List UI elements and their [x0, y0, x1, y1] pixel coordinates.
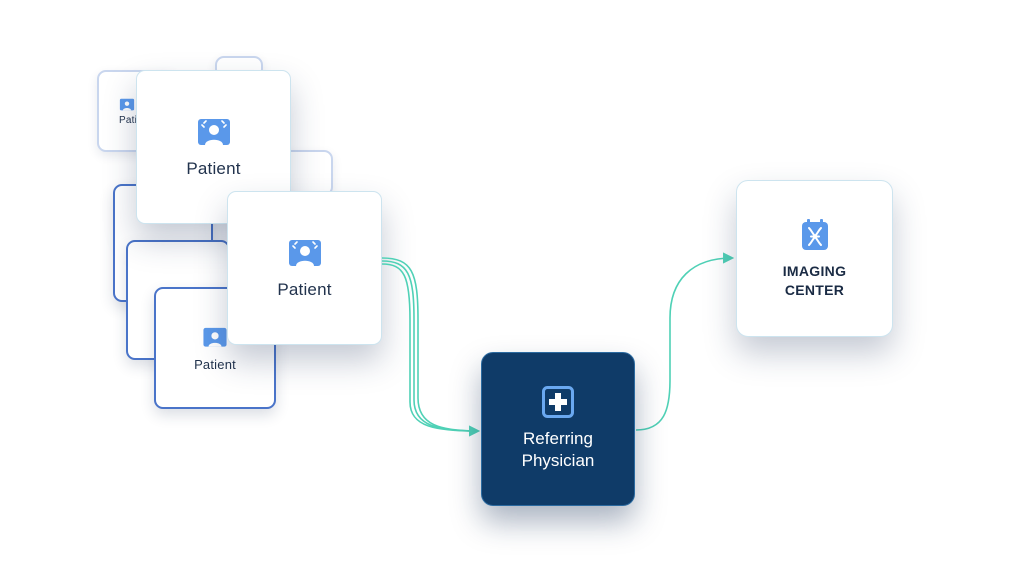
imaging-center-node: IMAGING CENTER [736, 180, 893, 337]
patient-icon [119, 98, 135, 110]
patient-icon [288, 240, 321, 266]
patient-label: Patient [186, 159, 241, 178]
patient-icon [203, 327, 227, 347]
patient-to-physician-connector [381, 257, 481, 437]
imaging-label: IMAGING CENTER [782, 262, 847, 298]
patient-label: Patient [277, 280, 332, 299]
physician-to-imaging-connector [635, 252, 735, 431]
patient-icon [197, 119, 230, 145]
imaging-scan-icon [801, 218, 828, 250]
patient-label: Patient [194, 356, 236, 372]
physician-label: Referring Physician [521, 429, 595, 470]
referring-physician-node: Referring Physician [481, 352, 635, 506]
patient-card-main: Patient [227, 191, 382, 345]
patient-label-partial: Pati [119, 114, 138, 126]
medical-cross-icon [542, 386, 574, 418]
